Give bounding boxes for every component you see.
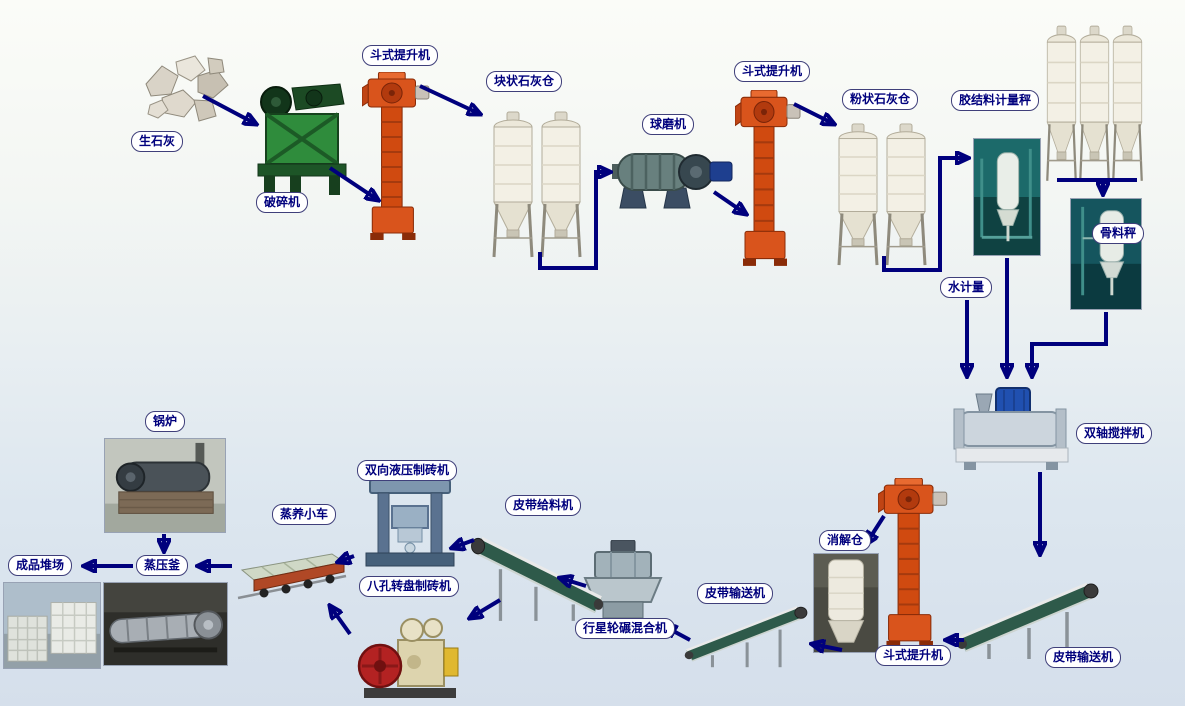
label-rotary-brick-machine: 八孔转盘制砖机 xyxy=(359,576,460,597)
rotary-brick-machine-image xyxy=(356,606,464,701)
finished-product-yard-image xyxy=(3,582,101,669)
boiler-image xyxy=(104,438,226,533)
autoclave-image xyxy=(103,582,228,666)
label-bucket-elevator-1: 斗式提升机 xyxy=(362,45,439,66)
label-block-lime-silo: 块状石灰仓 xyxy=(486,71,563,92)
label-bucket-elevator-3: 斗式提升机 xyxy=(875,645,952,666)
label-planetary-wheel-mixer: 行星轮碾混合机 xyxy=(575,618,676,639)
label-finished-product-yard: 成品堆场 xyxy=(8,555,73,576)
arrow-elevator2-to-powder-silo xyxy=(793,102,834,124)
twin-shaft-mixer-image xyxy=(952,382,1077,472)
arrow-hydraulic-machine-to-trolley xyxy=(338,556,355,562)
ball-mill-image xyxy=(612,136,734,214)
label-autoclave: 蒸压釜 xyxy=(136,555,189,576)
arrow-rotary-machine-to-trolley xyxy=(330,606,352,636)
label-bucket-elevator-2: 斗式提升机 xyxy=(734,61,811,82)
arrow-digestion-bin-to-conveyor-mid xyxy=(812,644,843,650)
label-powder-lime-silo: 粉状石灰仓 xyxy=(842,89,919,110)
planetary-wheel-mixer-image xyxy=(573,540,673,628)
label-binder-metering-scale: 胶结料计量秤 xyxy=(951,90,1040,111)
arrow-feeder-to-hydraulic-machine xyxy=(452,540,475,548)
arrow-quicklime-to-crusher xyxy=(202,94,256,124)
label-belt-conveyor-mid: 皮带输送机 xyxy=(697,583,774,604)
arrow-aggregate-scale-to-mixer xyxy=(1032,312,1108,376)
arrow-feeder-to-rotary-machine xyxy=(470,598,502,618)
label-crusher: 破碎机 xyxy=(256,192,309,213)
quicklime-rocks-image xyxy=(138,50,238,128)
arrow-elevator1-to-block-silo xyxy=(419,84,480,114)
arrow-crusher-to-elevator1 xyxy=(328,166,378,200)
label-belt-conveyor-right: 皮带输送机 xyxy=(1045,647,1122,668)
arrow-ball-mill-to-elevator2 xyxy=(712,190,746,214)
binder-metering-scale-image xyxy=(973,138,1041,256)
jaw-crusher-image xyxy=(250,82,350,197)
label-hydraulic-brick-machine: 双向液压制砖机 xyxy=(357,460,458,481)
steam-curing-trolley-image xyxy=(236,548,348,603)
label-water-metering: 水计量 xyxy=(940,277,993,298)
label-ball-mill: 球磨机 xyxy=(642,114,695,135)
label-boiler: 锅炉 xyxy=(145,411,186,432)
label-twin-shaft-mixer: 双轴搅拌机 xyxy=(1076,423,1153,444)
label-steam-curing-trolley: 蒸养小车 xyxy=(272,504,337,525)
label-quicklime: 生石灰 xyxy=(131,131,184,152)
label-belt-feeder: 皮带给料机 xyxy=(505,495,582,516)
label-aggregate-scale: 骨料秤 xyxy=(1092,223,1145,244)
arrow-powder-silo-to-binder-scale xyxy=(882,158,968,272)
digestion-bin-image xyxy=(813,553,879,653)
label-digestion-bin: 消解仓 xyxy=(819,530,872,551)
arrow-planetary-mixer-to-belt-feeder xyxy=(560,578,587,586)
arrow-block-silo-to-ball-mill xyxy=(538,172,610,270)
